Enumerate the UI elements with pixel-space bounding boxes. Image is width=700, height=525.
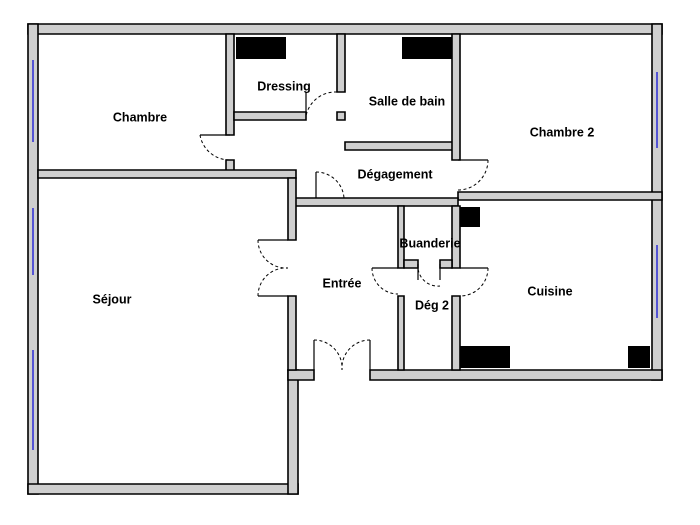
wall-cuisine-west — [451, 295, 461, 371]
fixture-dressing — [236, 37, 286, 59]
fixture-sdb — [402, 37, 452, 59]
label-cuisine: Cuisine — [527, 284, 572, 298]
wall-buanderie-south-left — [403, 259, 419, 269]
door-chambre — [199, 134, 231, 161]
label-dressing: Dressing — [257, 79, 311, 93]
label-buanderie: Buanderie — [399, 236, 460, 250]
windows — [32, 60, 658, 450]
door-sejour-double — [257, 239, 289, 297]
label-entree: Entrée — [323, 276, 362, 290]
label-sejour: Séjour — [93, 292, 132, 306]
door-chambre2 — [457, 159, 489, 191]
exterior-walls — [27, 23, 663, 495]
label-chambre: Chambre — [113, 110, 167, 124]
door-deg2 — [417, 263, 441, 287]
room-labels: Chambre Dressing Salle de bain Chambre 2… — [93, 79, 595, 312]
wall-dressing-south — [233, 111, 307, 121]
wall-chambre-sejour — [37, 169, 297, 179]
wall-sdb-south — [344, 141, 459, 151]
exterior-wall-south-east — [369, 369, 663, 381]
door-degagement-entree — [315, 171, 345, 199]
doors — [199, 91, 489, 371]
door-buanderie-double — [371, 267, 489, 297]
wall-chambre2-south — [457, 191, 663, 201]
fixture-cuisine-right — [628, 346, 650, 368]
wall-deg2-west — [397, 295, 405, 371]
fixtures — [236, 37, 650, 368]
label-deg-2: Dég 2 — [415, 298, 449, 312]
label-chambre-2: Chambre 2 — [530, 125, 595, 139]
fixture-cuisine-left — [460, 346, 510, 368]
wall-sdb-east — [451, 33, 461, 161]
fixture-buanderie — [460, 207, 480, 227]
door-entree-double — [313, 339, 371, 371]
label-degagement: Dégagement — [357, 167, 433, 181]
wall-entree-west-top — [287, 177, 297, 241]
interior-walls — [37, 33, 663, 371]
door-dressing — [305, 91, 338, 117]
exterior-wall-step — [287, 369, 315, 381]
wall-chambre-east — [225, 33, 235, 136]
wall-dressing-east — [336, 33, 346, 93]
wall-corridor-south — [289, 197, 459, 207]
wall-entree-west-bottom — [287, 295, 297, 371]
exterior-wall-north — [27, 23, 663, 35]
exterior-wall-south-sejour — [27, 483, 299, 495]
wall-buanderie-south-right — [439, 259, 453, 269]
label-salle-de-bain: Salle de bain — [369, 94, 445, 108]
exterior-wall-sejour-east — [287, 369, 299, 495]
wall-corridor-north — [336, 111, 346, 121]
